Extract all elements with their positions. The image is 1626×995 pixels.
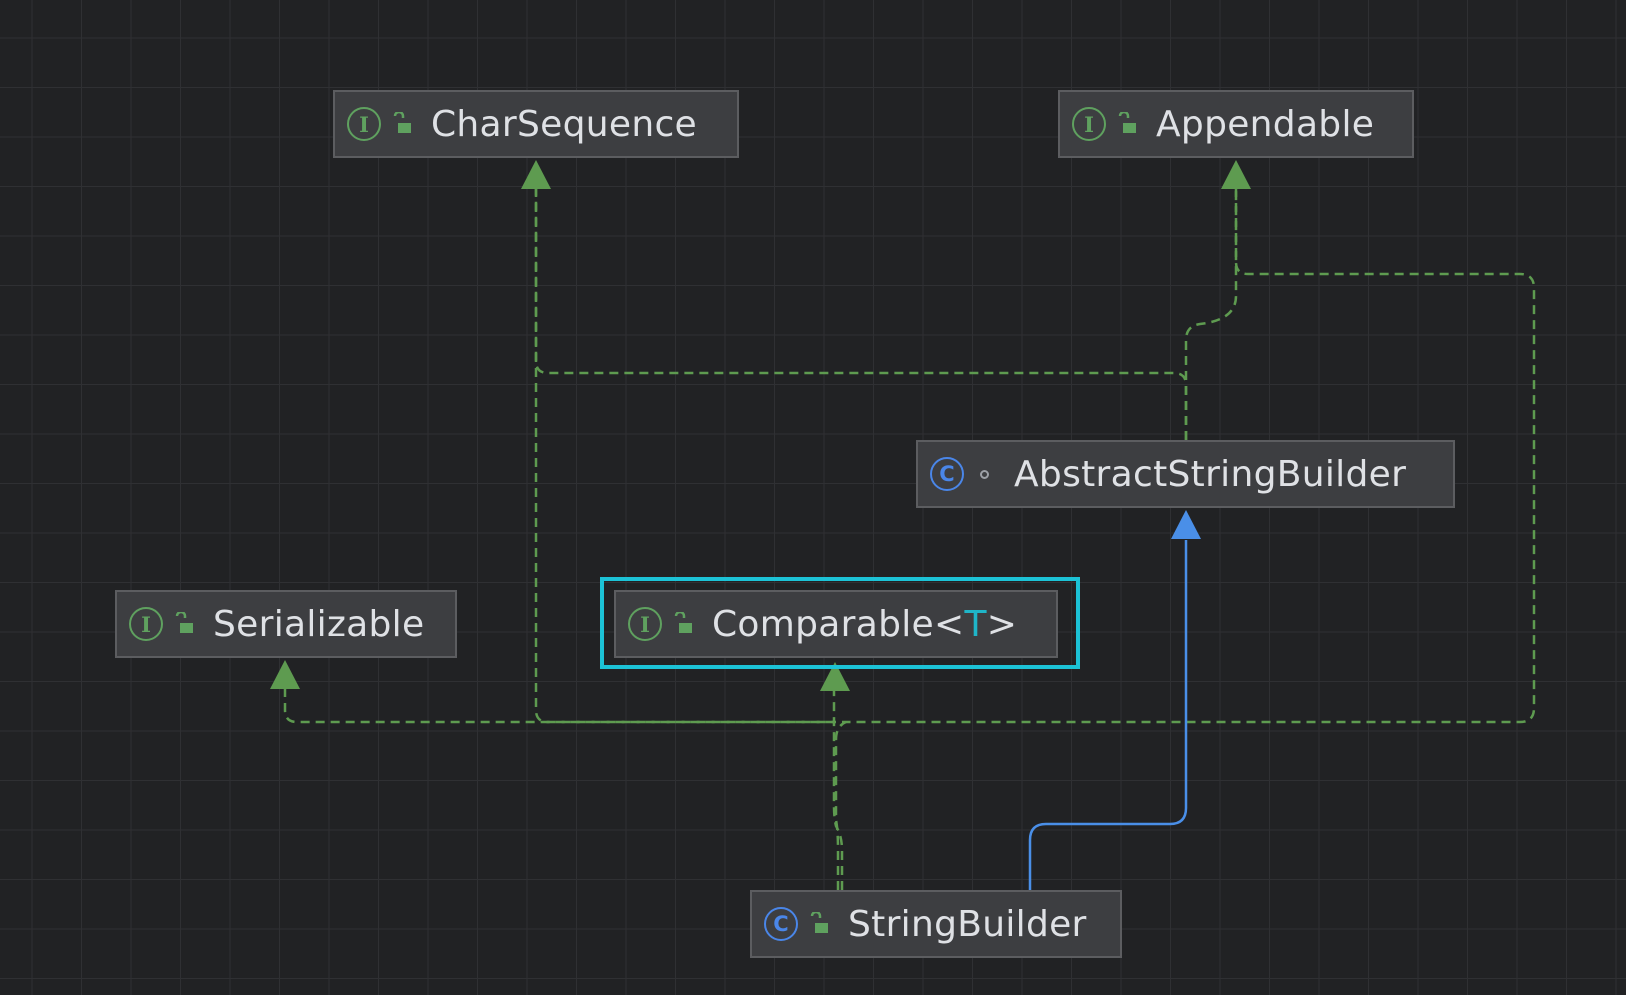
- node-abstractstringbuilder[interactable]: C AbstractStringBuilder: [916, 440, 1455, 508]
- node-label: StringBuilder: [848, 903, 1087, 945]
- public-lock-icon: [806, 912, 830, 936]
- node-label: AbstractStringBuilder: [1014, 453, 1407, 495]
- selection-highlight: [600, 577, 1080, 669]
- node-stringbuilder[interactable]: C StringBuilder: [750, 890, 1122, 958]
- arrow-charsequence: [521, 160, 551, 189]
- edge-sb-asb: [1028, 540, 1188, 890]
- arrow-abstractstringbuilder: [1171, 510, 1201, 539]
- arrow-serializable: [270, 660, 300, 689]
- public-lock-icon: [171, 612, 195, 636]
- node-label: Serializable: [213, 603, 425, 645]
- public-lock-icon: [389, 112, 413, 136]
- class-icon: C: [764, 907, 798, 941]
- public-lock-icon: [670, 612, 694, 636]
- node-label-name: Comparable<: [712, 603, 965, 645]
- interface-icon: I: [129, 607, 163, 641]
- public-lock-icon: [1114, 112, 1138, 136]
- type-parameter: T: [964, 603, 987, 645]
- class-icon: C: [930, 457, 964, 491]
- interface-icon: I: [1072, 107, 1106, 141]
- node-serializable[interactable]: I Serializable: [115, 590, 457, 658]
- node-label: CharSequence: [431, 103, 697, 145]
- edge-sb-appendable: [842, 188, 1536, 724]
- edge-sb-bus: [834, 720, 847, 890]
- edge-asb-charsequence: [534, 188, 1188, 440]
- interface-icon: I: [347, 107, 381, 141]
- node-comparable[interactable]: I Comparable<T>: [614, 590, 1058, 658]
- arrow-comparable: [820, 662, 850, 691]
- node-label: Appendable: [1156, 103, 1375, 145]
- edge-asb-appendable: [1184, 188, 1238, 440]
- arrow-appendable: [1221, 160, 1251, 189]
- package-private-icon: [972, 462, 996, 486]
- edge-sb-serializable: [283, 688, 836, 724]
- interface-icon: I: [628, 607, 662, 641]
- node-label: Comparable<T>: [712, 604, 1017, 645]
- node-label-suffix: >: [986, 603, 1018, 645]
- node-appendable[interactable]: I Appendable: [1058, 90, 1414, 158]
- node-charsequence[interactable]: I CharSequence: [333, 90, 739, 158]
